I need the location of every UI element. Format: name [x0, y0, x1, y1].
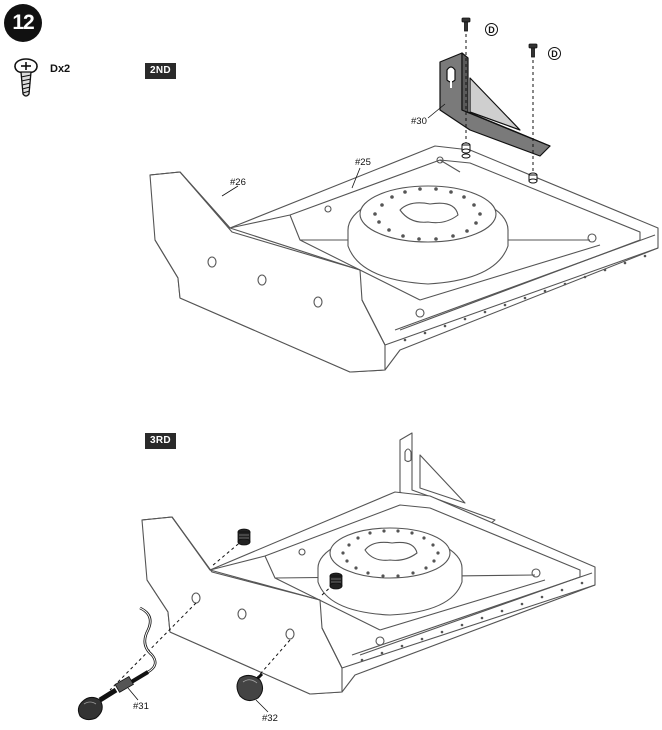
step-number-badge: 12 [4, 4, 42, 42]
knob-part-32 [236, 672, 264, 702]
screw-d-callout-2: D [548, 47, 561, 60]
part-26-label: #26 [230, 177, 246, 188]
phase-3rd-tag: 3RD [145, 433, 176, 449]
threaded-insert-icon [237, 528, 343, 590]
screw-d-callout-1: D [485, 23, 498, 36]
part-30-label: #30 [411, 116, 427, 127]
bracket-part-30 [439, 52, 551, 157]
phase-2nd-tag: 2ND [145, 63, 176, 79]
part-25-label: #25 [355, 157, 371, 168]
part-31-label: #31 [133, 701, 149, 712]
screw-icon [14, 58, 38, 97]
part-32-label: #32 [262, 713, 278, 724]
screw-d-icon [461, 17, 538, 58]
hardware-quantity-label: Dx2 [50, 63, 71, 75]
knob-with-cable-part-31 [77, 606, 157, 721]
